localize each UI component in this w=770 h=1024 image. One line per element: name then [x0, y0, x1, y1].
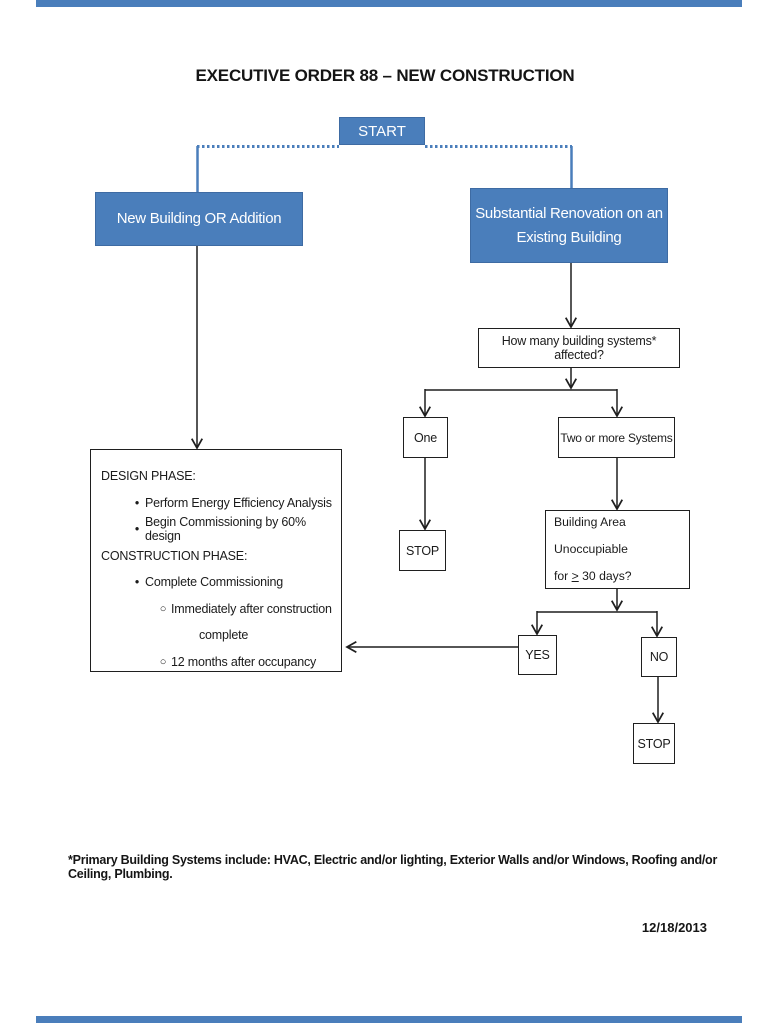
two-or-more-label: Two or more Systems: [560, 430, 673, 445]
page-title: EXECUTIVE ORDER 88 – NEW CONSTRUCTION: [195, 66, 575, 85]
sub-immediately-label: Immediately after construction: [171, 601, 332, 616]
bullet-icon: •: [134, 575, 140, 590]
design-phase-box: DESIGN PHASE: • Perform Energy Efficienc…: [90, 449, 342, 672]
substantial-renovation-box: Substantial Renovation on an Existing Bu…: [470, 188, 668, 263]
two-or-more-box: Two or more Systems: [558, 417, 675, 458]
bullet-commissioning-label: Begin Commissioning by 60% design: [145, 515, 306, 544]
list-item: • Complete Commissioning: [101, 569, 333, 596]
one-label: One: [413, 430, 438, 445]
design-phase-heading-label: DESIGN PHASE:: [101, 469, 196, 484]
construction-phase-heading: CONSTRUCTION PHASE:: [101, 543, 333, 570]
building-area-box: Building Area Unoccupiable for > 30 days…: [545, 510, 690, 589]
bullet-icon: •: [134, 522, 140, 537]
new-building-label: New Building OR Addition: [116, 210, 282, 228]
bullet-energy-label: Perform Energy Efficiency Analysis: [145, 495, 332, 510]
bullet-complete-label: Complete Commissioning: [145, 575, 284, 590]
sub-complete-label: complete: [199, 628, 249, 643]
top-border-bar: [36, 0, 742, 7]
stop-box-1: STOP: [399, 530, 446, 571]
sub-list-item-continuation: complete: [101, 622, 333, 649]
sub-list-item: ○ 12 months after occupancy: [101, 649, 333, 676]
renovation-line2: Existing Building: [516, 228, 622, 246]
building-area-for: for: [554, 568, 572, 583]
building-area-days: 30 days?: [578, 568, 632, 583]
yes-label: YES: [525, 648, 550, 662]
no-label: NO: [649, 650, 669, 664]
design-phase-heading: DESIGN PHASE:: [101, 463, 333, 490]
sub-list-item: ○ Immediately after construction: [101, 596, 333, 623]
renovation-line1: Substantial Renovation on an: [475, 205, 663, 223]
stop-label-1: STOP: [405, 543, 439, 558]
bullet-icon: •: [134, 495, 140, 510]
document-date: 12/18/2013: [641, 920, 707, 935]
new-building-box: New Building OR Addition: [95, 192, 303, 246]
list-item: • Perform Energy Efficiency Analysis: [101, 490, 333, 517]
no-box: NO: [641, 637, 677, 677]
list-item: • Begin Commissioning by 60% design: [101, 515, 333, 544]
footnote: *Primary Building Systems include: HVAC,…: [68, 853, 718, 881]
stop-box-2: STOP: [633, 723, 675, 764]
yes-box: YES: [518, 635, 557, 675]
start-box: START: [339, 117, 425, 145]
construction-phase-heading-label: CONSTRUCTION PHASE:: [101, 548, 248, 563]
bottom-border-bar: [36, 1016, 742, 1023]
greater-equal-sign: >: [571, 568, 579, 583]
one-box: One: [403, 417, 448, 458]
building-area-line1: Building Area Unoccupiable: [554, 515, 628, 557]
stop-label-2: STOP: [637, 736, 671, 751]
renovation-label: Substantial Renovation on an Existing Bu…: [475, 202, 663, 249]
systems-question-box: How many building systems* affected?: [478, 328, 680, 368]
building-area-line2: for > 30 days?: [554, 563, 632, 590]
circle-bullet-icon: ○: [159, 602, 167, 615]
start-label: START: [358, 122, 406, 140]
sub-months-label: 12 months after occupancy: [171, 654, 317, 669]
circle-bullet-icon: ○: [159, 655, 167, 668]
systems-question-label: How many building systems* affected?: [501, 334, 657, 362]
